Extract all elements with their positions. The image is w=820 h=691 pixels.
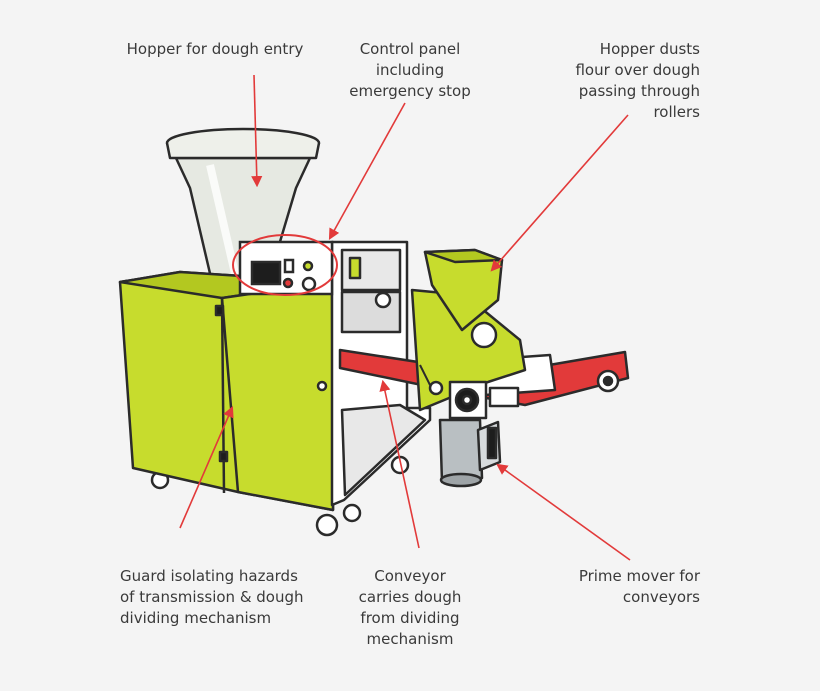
- label-hopper-entry: Hopper for dough entry: [126, 40, 304, 58]
- control-panel: [232, 234, 338, 296]
- callout-hopper-entry: [251, 74, 263, 188]
- wheels-front: [315, 503, 362, 537]
- label-guard: Guard isolating hazards of transmission …: [120, 567, 304, 627]
- label-control-panel: Control panel including emergency stop: [349, 40, 471, 100]
- callout-conveyor: [379, 379, 420, 549]
- callout-lines: [179, 74, 631, 561]
- dough-hopper: [165, 127, 321, 284]
- central-frame: [330, 240, 432, 507]
- label-hopper-dusts: Hopper dusts flour over dough passing th…: [575, 40, 700, 121]
- label-prime-mover: Prime mover for conveyors: [578, 567, 700, 606]
- side-plate: [410, 288, 527, 412]
- callout-hopper-dusts: [490, 114, 629, 272]
- label-conveyor: Conveyor carries dough from dividing mec…: [358, 567, 462, 648]
- guard-cabinet: [118, 270, 335, 512]
- callout-control-panel: [328, 102, 406, 240]
- prime-mover-motor: [438, 380, 520, 488]
- flour-hopper: [423, 248, 504, 332]
- callout-prime-mover: [496, 463, 631, 561]
- callout-guard: [179, 405, 234, 529]
